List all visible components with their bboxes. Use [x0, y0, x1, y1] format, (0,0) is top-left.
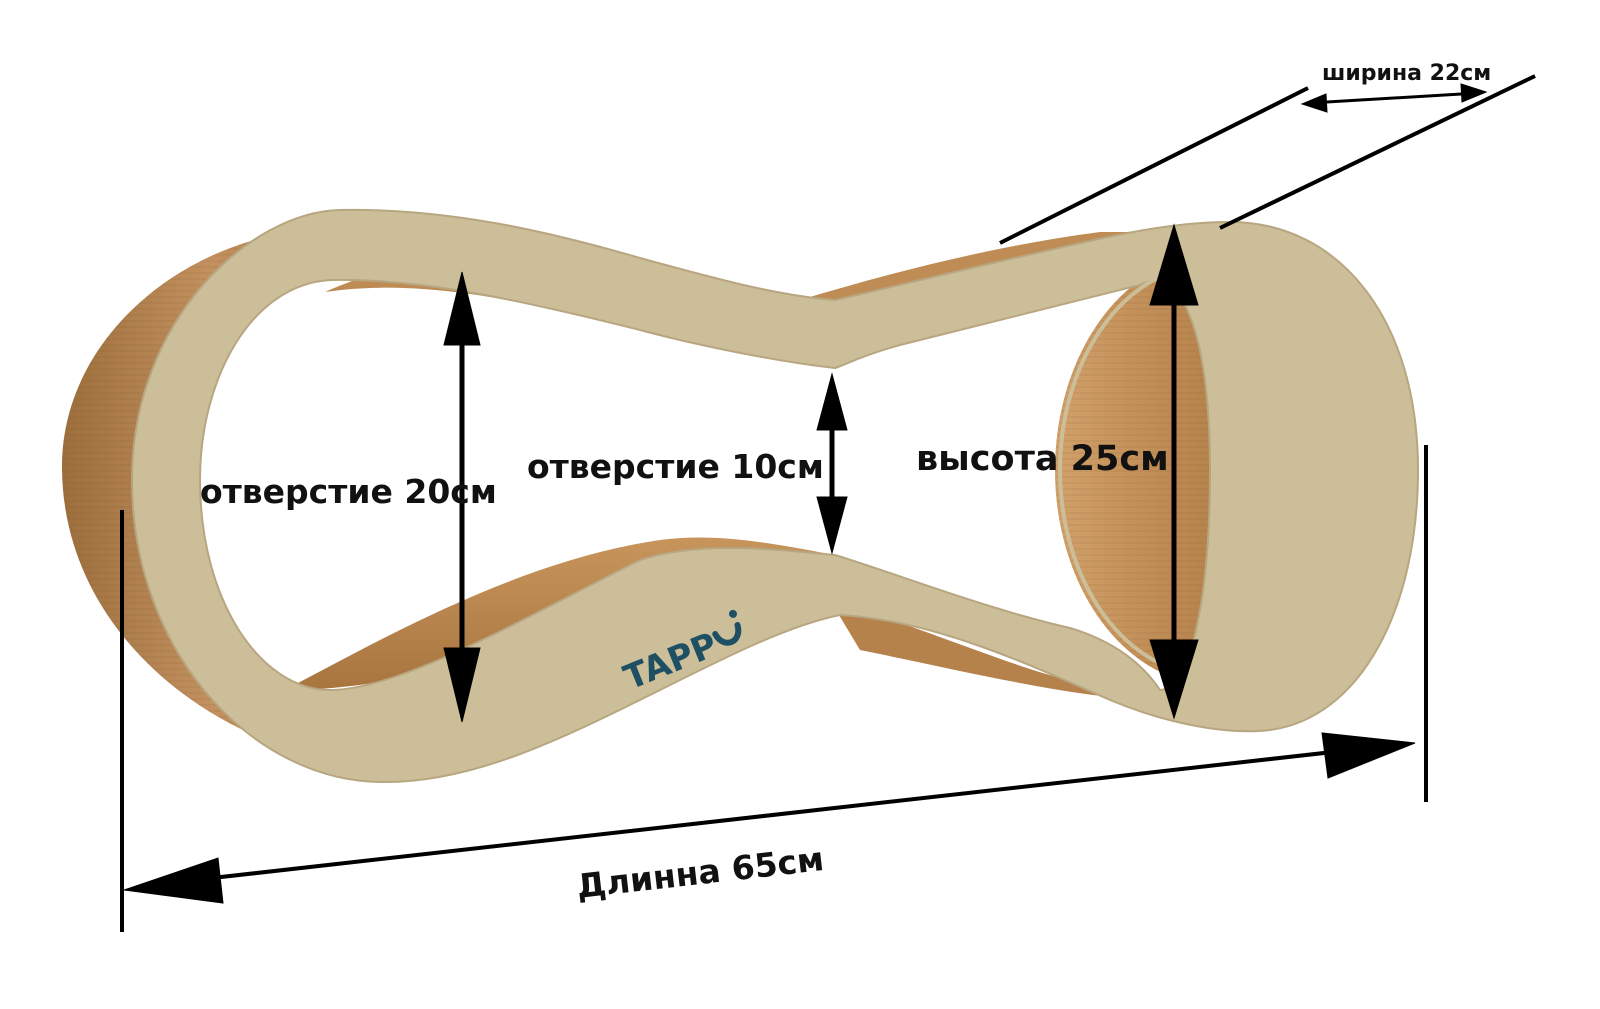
width-extension-line-2 — [1219, 74, 1536, 230]
logo-dot-icon — [728, 609, 737, 618]
logo-smile-icon — [712, 622, 742, 646]
hole-large-arrowhead-bottom — [443, 647, 481, 723]
width-arrowhead-left — [1300, 93, 1328, 113]
label-height: высота 25см — [916, 439, 1169, 479]
height-arrowhead-top — [1149, 223, 1199, 306]
length-arrowhead-right — [1321, 732, 1416, 779]
height-arrowhead-bottom — [1149, 639, 1199, 720]
label-width: ширина 22см — [1322, 61, 1491, 86]
front-panel-figure-eight — [130, 208, 1420, 784]
lower-right-strip — [830, 600, 1160, 700]
width-arrow — [1309, 91, 1479, 105]
width-extension-line-1 — [999, 86, 1309, 245]
label-hole-small: отверстие 10см — [527, 447, 824, 486]
hole-small-arrowhead-top — [816, 372, 848, 431]
length-arrowhead-left — [123, 857, 224, 904]
length-arrow-shaft — [149, 743, 1396, 887]
width-arrowhead-right — [1460, 83, 1488, 103]
hole-large-arrowhead-top — [443, 271, 481, 346]
right-opening-rim — [1058, 263, 1362, 677]
hole-small-arrowhead-bottom — [816, 496, 848, 555]
dimension-annotations — [120, 74, 1536, 932]
label-length: Длинна 65см — [574, 839, 825, 906]
label-hole-large: отверстие 20см — [200, 472, 497, 511]
